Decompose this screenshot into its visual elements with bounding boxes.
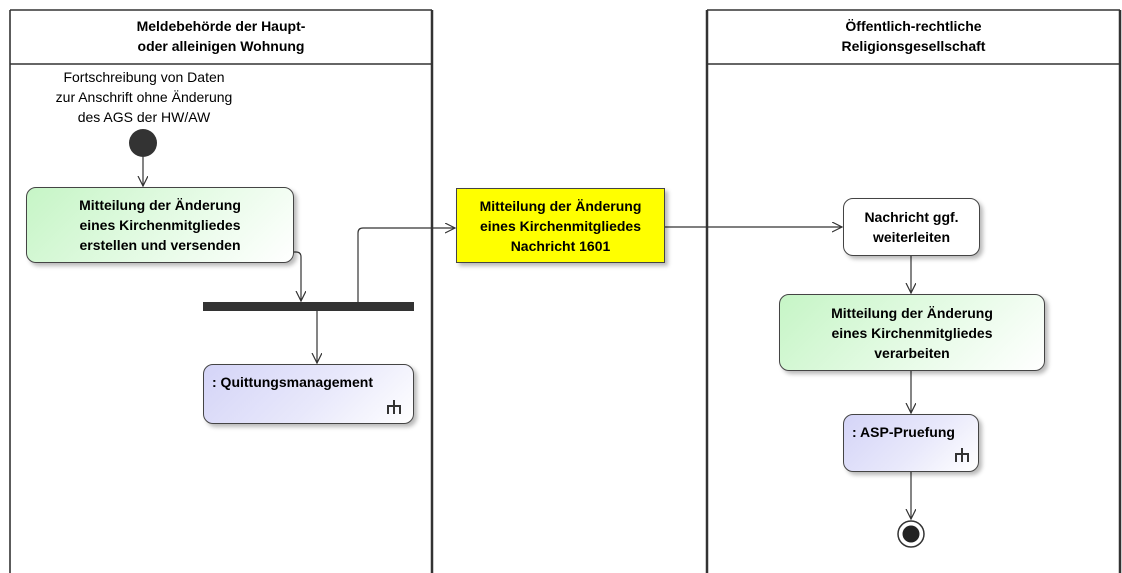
- action-process-line3: verarbeiten: [874, 344, 950, 361]
- object-line2: eines Kirchenmitgliedes: [479, 217, 642, 234]
- rake-icon: [387, 400, 401, 414]
- action-create-send-line2: eines Kirchenmitgliedes: [79, 217, 241, 233]
- call-asp-pruefung-label: : ASP-Pruefung: [852, 424, 955, 440]
- action-process[interactable]: Mitteilung der Änderung eines Kirchenmit…: [779, 294, 1045, 371]
- edge-fork-to-message: [357, 228, 455, 302]
- action-process-line2: eines Kirchenmitgliedes: [831, 324, 993, 341]
- action-forward-line2: weiterleiten: [872, 229, 951, 245]
- call-quittungsmanagement-label: : Quittungsmanagement: [212, 374, 374, 390]
- action-forward[interactable]: Nachricht ggf. weiterleiten: [843, 198, 980, 256]
- action-create-send-line1: Mitteilung der Änderung: [79, 197, 241, 213]
- rake-icon: [955, 448, 969, 462]
- initial-node: [129, 129, 157, 157]
- lane-title-meldebehoerde: Meldebehörde der Haupt- oder alleinigen …: [136, 18, 306, 54]
- start-label: Fortschreibung von Daten zur Anschrift o…: [55, 69, 233, 125]
- action-create-send[interactable]: Mitteilung der Änderung eines Kirchenmit…: [26, 187, 294, 263]
- edge-create-to-fork: [294, 251, 301, 301]
- object-line1: Mitteilung der Änderung: [479, 197, 642, 214]
- action-create-send-line3: erstellen und versenden: [79, 237, 241, 253]
- fork-bar: [203, 302, 414, 311]
- object-line3: Nachricht 1601: [510, 237, 611, 254]
- final-node: [897, 520, 925, 548]
- call-asp-pruefung[interactable]: : ASP-Pruefung: [843, 414, 979, 472]
- object-nachricht-1601[interactable]: Mitteilung der Änderung eines Kirchenmit…: [456, 188, 665, 263]
- action-process-line1: Mitteilung der Änderung: [831, 304, 993, 321]
- action-forward-line1: Nachricht ggf.: [864, 209, 959, 225]
- call-quittungsmanagement[interactable]: : Quittungsmanagement: [203, 364, 414, 424]
- swimlane-borders: [9, 9, 1122, 573]
- lane-title-religionsgesellschaft: Öffentlich-rechtliche Religionsgesellsch…: [841, 18, 986, 54]
